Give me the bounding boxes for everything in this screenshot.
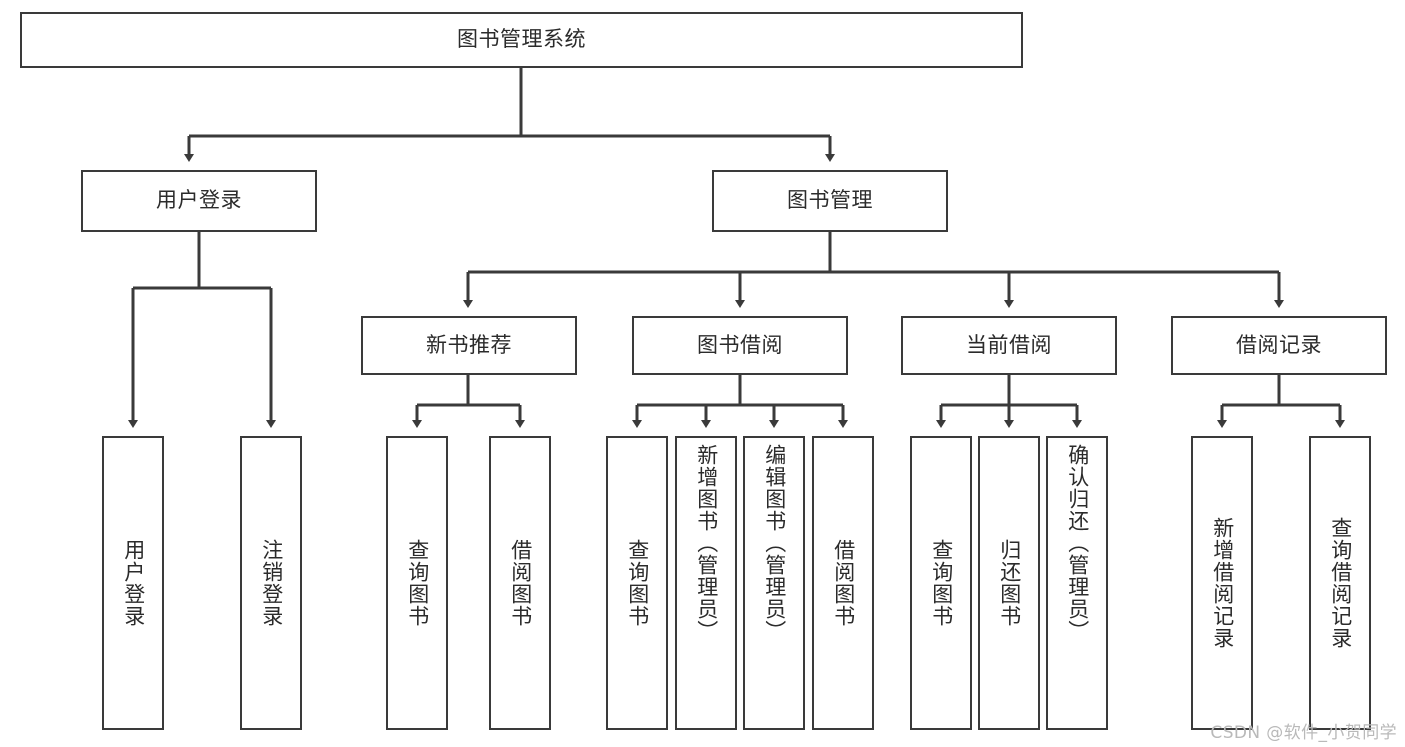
leaf-label: 注销登录	[259, 539, 284, 627]
leaf-label: 新增借阅记录	[1210, 517, 1235, 649]
leaf-label: 用户登录	[121, 539, 146, 627]
csdn-watermark: CSDN @软件_小贺同学	[1210, 723, 1397, 743]
node-book-borrow[interactable]: 图书借阅	[632, 316, 848, 375]
node-label: 新书推荐	[426, 332, 512, 357]
leaf-query-borrow-record[interactable]: 查询借阅记录	[1309, 436, 1371, 730]
leaf-label: 归还图书	[997, 539, 1022, 627]
node-user-login[interactable]: 用户登录	[81, 170, 317, 232]
node-label: 用户登录	[156, 188, 242, 213]
leaf-query-book-borrow[interactable]: 查询图书	[606, 436, 668, 730]
node-label: 当前借阅	[966, 332, 1052, 357]
leaf-label: 查询图书	[625, 539, 650, 627]
leaf-label: 查询借阅记录	[1328, 517, 1353, 649]
leaf-label: 确认归还（管理员）	[1065, 444, 1090, 642]
node-new-book-recommend[interactable]: 新书推荐	[361, 316, 577, 375]
leaf-label: 新增图书（管理员）	[694, 444, 719, 642]
leaf-label: 借阅图书	[831, 539, 856, 627]
leaf-add-book-admin[interactable]: 新增图书（管理员）	[675, 436, 737, 730]
leaf-logout[interactable]: 注销登录	[240, 436, 302, 730]
node-label: 图书管理	[787, 188, 873, 213]
leaf-label: 编辑图书（管理员）	[762, 444, 787, 642]
node-root-book-management-system[interactable]: 图书管理系统	[20, 12, 1023, 68]
leaf-return-book[interactable]: 归还图书	[978, 436, 1040, 730]
leaf-query-book-newbook[interactable]: 查询图书	[386, 436, 448, 730]
node-label: 图书借阅	[697, 332, 783, 357]
leaf-confirm-return-admin[interactable]: 确认归还（管理员）	[1046, 436, 1108, 730]
leaf-query-book-current[interactable]: 查询图书	[910, 436, 972, 730]
node-current-borrow[interactable]: 当前借阅	[901, 316, 1117, 375]
node-label: 借阅记录	[1236, 332, 1322, 357]
node-label: 图书管理系统	[457, 27, 586, 52]
leaf-edit-book-admin[interactable]: 编辑图书（管理员）	[743, 436, 805, 730]
leaf-add-borrow-record[interactable]: 新增借阅记录	[1191, 436, 1253, 730]
leaf-borrow-book-borrow[interactable]: 借阅图书	[812, 436, 874, 730]
leaf-user-login[interactable]: 用户登录	[102, 436, 164, 730]
node-borrow-record[interactable]: 借阅记录	[1171, 316, 1387, 375]
leaf-borrow-book-newbook[interactable]: 借阅图书	[489, 436, 551, 730]
node-book-management[interactable]: 图书管理	[712, 170, 948, 232]
connector-lines	[128, 68, 1345, 428]
leaf-label: 借阅图书	[508, 539, 533, 627]
leaf-label: 查询图书	[929, 539, 954, 627]
leaf-label: 查询图书	[405, 539, 430, 627]
